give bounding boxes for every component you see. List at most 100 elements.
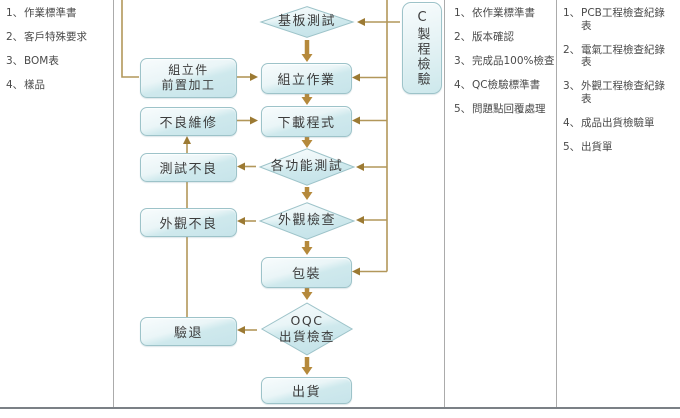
node-label: 不良維修	[159, 116, 218, 131]
list-item: 2、版本確認	[454, 31, 552, 44]
item-text: 問題點回覆處理	[472, 103, 546, 115]
flow-arrow-oqc-to-shipping	[301, 357, 313, 375]
connector-branch-function-test	[356, 163, 387, 171]
list-item: 4、樣品	[6, 79, 110, 92]
node-visual-inspection: 外觀檢查	[258, 202, 356, 240]
item-text: 版本確認	[472, 31, 514, 43]
node-oqc-inspection: OQC 出貨檢查	[260, 302, 354, 356]
node-label: 基板測試	[277, 13, 336, 29]
item-text: 樣品	[24, 79, 45, 91]
list-item: 4、成品出貨檢驗單	[563, 117, 673, 130]
item-text: 客戶特殊要求	[24, 31, 87, 43]
list-item: 2、客戶特殊要求	[6, 31, 110, 44]
connector-branch-assembly	[352, 73, 387, 82]
node-label: 測試不良	[159, 162, 218, 177]
node-pre-assembly: 組立件 前置加工	[140, 58, 237, 98]
connector-input-elbow	[121, 0, 139, 78]
item-number: 4、	[6, 79, 24, 91]
item-number: 1、	[454, 7, 472, 19]
item-number: 4、	[454, 79, 472, 91]
list-item: 1、PCB工程檢查紀錄表	[563, 7, 673, 32]
node-label: 下載程式	[277, 116, 336, 131]
item-number: 2、	[563, 43, 581, 56]
item-number: 2、	[6, 31, 24, 43]
divider-inspection-panel	[444, 0, 445, 407]
list-item: 2、電氣工程檢查紀錄表	[563, 44, 673, 69]
node-label: 出貨	[291, 385, 321, 400]
item-text: 作業標準書	[24, 7, 77, 19]
item-text: 外觀工程檢查紀錄表	[581, 80, 665, 105]
item-number: 5、	[454, 103, 472, 115]
item-text: 電氣工程檢查紀錄表	[581, 43, 665, 69]
divider-records-panel	[556, 0, 557, 407]
node-shipping: 出貨	[261, 377, 352, 404]
node-label: 外觀不良	[159, 217, 218, 232]
connector-visual-inspection-to-visual-fail	[237, 217, 256, 225]
item-text: BOM表	[24, 55, 59, 67]
connector-oqc-to-reject	[237, 326, 257, 334]
node-reject: 驗退	[140, 317, 237, 346]
connector-branch-packing	[352, 267, 387, 276]
item-number: 5、	[563, 140, 581, 153]
item-text: 出貨單	[581, 140, 613, 153]
flow-arrow-function-test-to-visual-inspection	[301, 187, 313, 200]
list-item: 3、外觀工程檢查紀錄表	[563, 80, 673, 105]
list-item: 3、完成品100%檢查	[454, 55, 555, 68]
connector-branch-download	[352, 116, 387, 125]
connector-pre-assembly-to-assembly	[237, 73, 258, 81]
item-number: 3、	[6, 55, 24, 67]
diamond-shape	[258, 148, 356, 186]
node-board-test: 基板測試	[259, 6, 355, 38]
item-text: QC檢驗標準書	[472, 79, 541, 91]
list-item: 1、依作業標準書	[454, 7, 552, 20]
bottom-border	[0, 407, 680, 409]
flow-arrow-board-test-to-assembly	[301, 40, 313, 62]
node-label: 驗退	[173, 326, 203, 341]
node-label: 組立件 前置加工	[161, 63, 216, 92]
item-number: 4、	[563, 116, 581, 129]
item-number: 2、	[454, 31, 472, 43]
node-label: 各功能測試	[270, 158, 344, 174]
list-item: 5、出貨單	[563, 141, 673, 154]
node-test-fail: 測試不良	[140, 153, 237, 182]
left-panel-list: 1、作業標準書 2、客戶特殊要求 3、BOM表 4、樣品	[6, 7, 110, 103]
node-packing: 包裝	[261, 257, 352, 288]
list-item: 3、BOM表	[6, 55, 110, 68]
connector-repair-to-download	[237, 116, 258, 125]
node-visual-fail: 外觀不良	[140, 208, 237, 237]
node-label: 外觀檢查	[277, 212, 336, 228]
flow-arrow-packing-to-oqc	[301, 287, 313, 300]
node-label: 組立作業	[277, 73, 336, 88]
divider-left-panel	[113, 0, 114, 407]
flow-arrow-download-to-function-test	[301, 136, 313, 148]
item-number: 3、	[563, 80, 581, 92]
item-number: 1、	[6, 7, 24, 19]
diamond-shape	[259, 6, 355, 38]
node-assembly: 組立作業	[261, 63, 352, 94]
item-text: PCB工程檢查紀錄表	[581, 7, 665, 32]
flow-arrow-assembly-to-download	[301, 93, 313, 105]
diamond-shape	[258, 202, 356, 240]
node-download-program: 下載程式	[261, 106, 352, 137]
item-number: 3、	[454, 55, 472, 67]
node-function-test: 各功能測試	[258, 148, 356, 186]
node-label: C製程檢驗	[414, 9, 430, 87]
list-item: 1、作業標準書	[6, 7, 110, 20]
node-repair: 不良維修	[140, 107, 237, 136]
item-text: 依作業標準書	[472, 7, 535, 19]
connector-branch-board-test	[357, 18, 400, 26]
item-text: 完成品100%檢查	[472, 55, 555, 67]
node-label: OQC 出貨檢查	[278, 312, 335, 344]
item-text: 成品出貨檢驗單	[581, 116, 655, 129]
connector-branch-visual-inspection	[356, 216, 387, 224]
node-label: 包裝	[291, 267, 321, 282]
list-item: 4、QC檢驗標準書	[454, 79, 552, 92]
flow-arrow-visual-inspection-to-packing	[301, 241, 313, 255]
list-item: 5、問題點回覆處理	[454, 103, 552, 116]
connector-function-test-to-test-fail	[237, 162, 256, 171]
item-number: 1、	[563, 7, 581, 19]
node-process-inspection: C製程檢驗	[402, 2, 442, 94]
records-panel-list: 1、PCB工程檢查紀錄表 2、電氣工程檢查紀錄表 3、外觀工程檢查紀錄表 4、成…	[563, 7, 673, 165]
